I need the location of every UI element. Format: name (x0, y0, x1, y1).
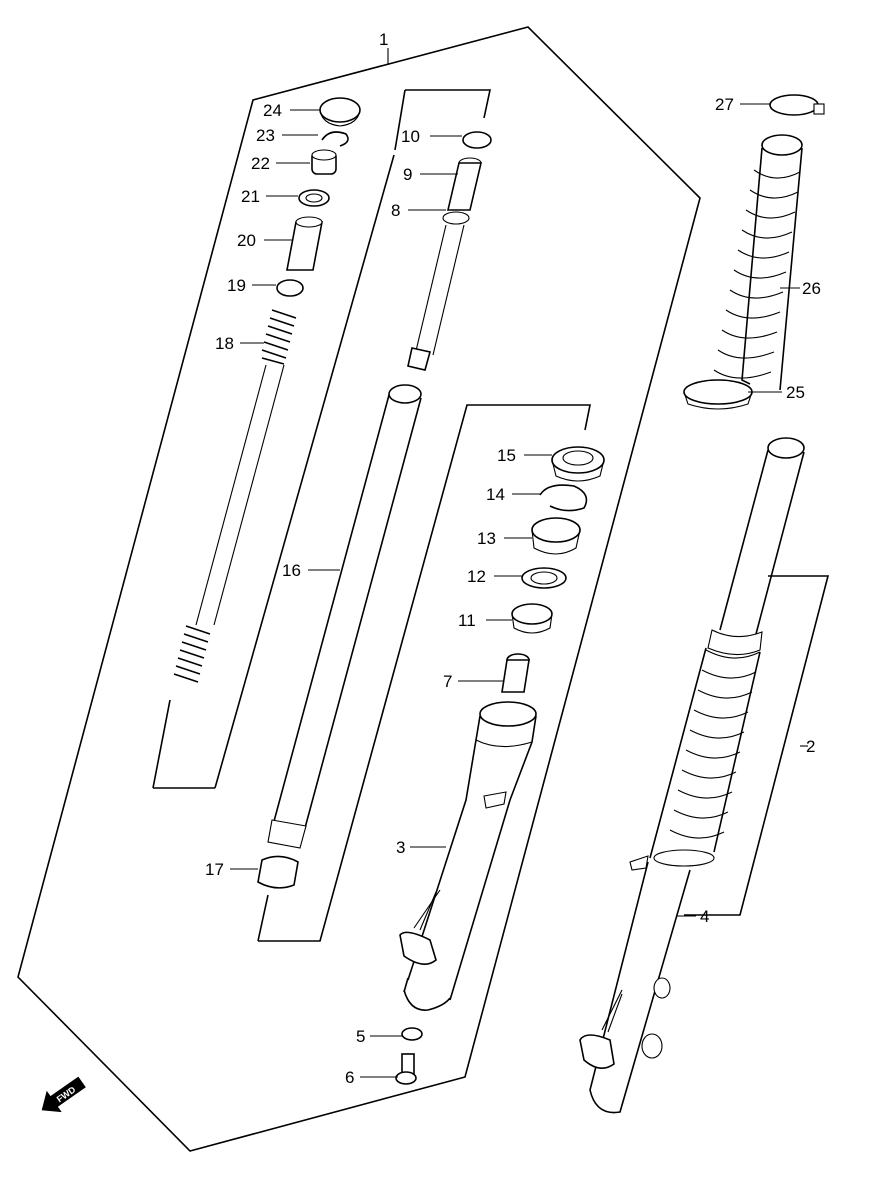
spacer-part (286, 221, 323, 271)
callout-27: 27 (715, 95, 734, 114)
oil-lock-piece-part (501, 653, 530, 693)
boot-clamp-part (683, 379, 753, 410)
bolt-part (395, 1053, 417, 1085)
callout-17: 17 (205, 860, 224, 879)
callout-1: 1 (379, 30, 388, 49)
spring-group-bracket (405, 89, 491, 119)
callout-14: 14 (486, 485, 505, 504)
spring-part (173, 309, 297, 683)
slide-bushing-part (511, 603, 553, 634)
callout-5: 5 (356, 1027, 365, 1046)
circlip-part (321, 131, 349, 147)
callout-25: 25 (786, 383, 805, 402)
callout-21: 21 (241, 187, 260, 206)
callout-22: 22 (251, 154, 270, 173)
seat-part (276, 279, 304, 297)
callout-6: 6 (345, 1068, 354, 1087)
outer-assembly-bracket (684, 575, 830, 916)
bushing-part (257, 855, 299, 889)
callout-10: 10 (401, 127, 420, 146)
callout-2: 2 (806, 737, 815, 756)
callout-26: 26 (802, 279, 821, 298)
assembly-outline (17, 26, 701, 1152)
inner-tube-bracket (258, 404, 591, 942)
callout-16: 16 (282, 561, 301, 580)
callout-3: 3 (396, 838, 405, 857)
leader-lines (230, 48, 808, 1078)
washer-ring-part (521, 567, 567, 589)
fork-assembly-part (579, 437, 805, 1114)
damper-rod-part (407, 157, 483, 371)
ring-part (462, 131, 492, 149)
callout-13: 13 (477, 529, 496, 548)
washer-part (298, 189, 330, 207)
seal-clip-part (539, 484, 588, 512)
callout-11: 11 (458, 611, 476, 630)
callout-24: 24 (263, 101, 282, 120)
callout-23: 23 (256, 126, 275, 145)
callout-15: 15 (497, 446, 516, 465)
callout-12: 12 (467, 567, 486, 586)
outer-tube-part (399, 701, 537, 1011)
callout-labels: 1 2 3 4 5 6 7 8 9 10 11 12 13 14 15 16 1… (205, 30, 821, 1087)
cap-part (319, 97, 361, 123)
fwd-arrow-icon: FWD (41, 1076, 86, 1113)
callout-19: 19 (227, 276, 246, 295)
callout-4: 4 (700, 907, 709, 926)
callout-20: 20 (237, 231, 256, 250)
fork-boot-part (713, 134, 803, 391)
oil-seal-part (551, 446, 605, 482)
callout-7: 7 (443, 672, 452, 691)
callout-18: 18 (215, 334, 234, 353)
seal-spacer-part (531, 517, 581, 555)
spring-group-bracket-left (394, 89, 406, 151)
boot-band-part (769, 94, 825, 116)
gasket-part (401, 1027, 423, 1041)
callout-9: 9 (403, 165, 412, 184)
inner-tube-part (267, 384, 422, 849)
callout-8: 8 (391, 201, 400, 220)
